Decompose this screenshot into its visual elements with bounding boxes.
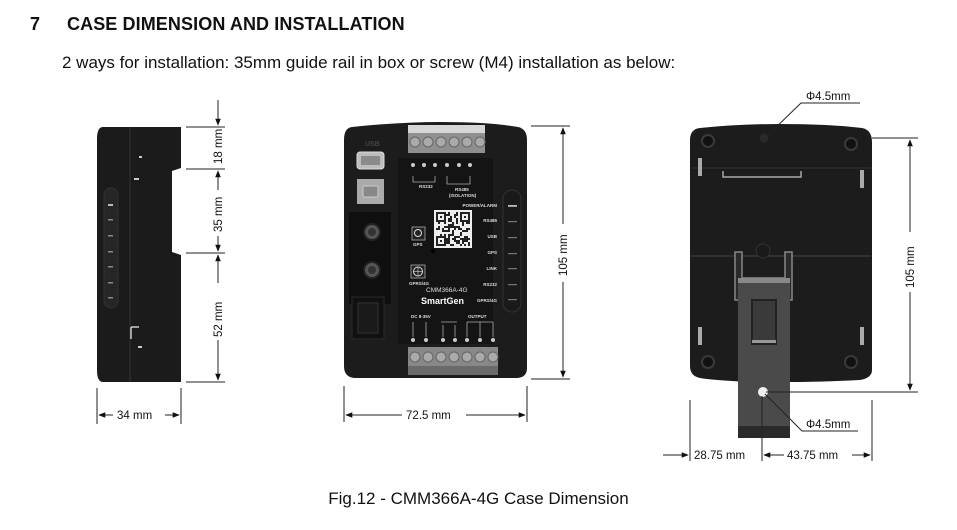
svg-text:GPRS/4G: GPRS/4G xyxy=(477,298,498,303)
led-light-pipe xyxy=(502,189,522,313)
side-view: 18 mm 35 mm 52 mm 34 mm xyxy=(96,100,225,424)
front-view: USB RS232 RS485 (ISOLATION) GPS xyxy=(343,122,570,422)
section-number: 7 xyxy=(30,14,41,34)
svg-text:LINK: LINK xyxy=(487,266,498,271)
depth-label: 34 mm xyxy=(117,410,152,422)
power-label: DC 8-35V xyxy=(411,314,431,319)
gps-icon-label: GPS xyxy=(413,242,423,247)
qr-code xyxy=(434,210,472,248)
back-height-label: 105 mm xyxy=(905,246,917,288)
device-model-label: CMM366A-4G xyxy=(426,287,468,294)
top-hole-diameter-label: Φ4.5mm xyxy=(806,91,850,103)
gprs-icon-label: GPRS/4G xyxy=(409,281,430,286)
front-width-label: 72.5 mm xyxy=(406,410,451,422)
bottom-terminals xyxy=(409,351,499,363)
gps-icon xyxy=(411,226,426,241)
indicator-leds xyxy=(508,205,517,301)
top-mount-hole xyxy=(759,133,769,143)
svg-text:RS232: RS232 xyxy=(483,282,497,287)
svg-text:GPS: GPS xyxy=(487,250,497,255)
svg-text:RS485: RS485 xyxy=(483,218,497,223)
side-led-strip xyxy=(103,187,119,309)
back-view: Φ4.5mm Φ4.5mm 105 mm 28.75 mm 43.75 mm xyxy=(663,91,918,462)
back-screw-holes xyxy=(701,134,858,369)
rs232-port-label: RS232 xyxy=(419,184,433,189)
svg-text:POWER/ALARM: POWER/ALARM xyxy=(463,203,498,208)
right-offset-label: 43.75 mm xyxy=(787,450,838,462)
usb-label: USB xyxy=(365,141,380,148)
bottom-hole-diameter-label: Φ4.5mm xyxy=(806,419,850,431)
dim-35-label: 35 mm xyxy=(213,197,225,232)
side-leds xyxy=(108,204,113,299)
left-offset-label: 28.75 mm xyxy=(694,450,745,462)
side-case-body xyxy=(97,127,181,382)
indicator-labels: POWER/ALARM RS485 USB GPS LINK RS232 GPR… xyxy=(463,203,498,303)
top-terminals xyxy=(409,136,486,148)
din-rail-clip xyxy=(734,251,793,438)
front-height-label: 105 mm xyxy=(558,234,570,276)
device-brand-logo: SmartGen xyxy=(421,296,464,306)
rs485-port-label: RS485 xyxy=(455,187,469,192)
isolation-label: (ISOLATION) xyxy=(449,193,477,198)
section-title: CASE DIMENSION AND INSTALLATION xyxy=(67,14,405,34)
intro-text: 2 ways for installation: 35mm guide rail… xyxy=(62,53,676,72)
svg-text:USB: USB xyxy=(487,234,497,239)
output-label: OUTPUT xyxy=(468,314,487,319)
dim-18-label: 18 mm xyxy=(213,129,225,164)
figure-caption: Fig.12 - CMM366A-4G Case Dimension xyxy=(328,489,629,508)
back-case-body xyxy=(690,124,872,382)
dim-52-label: 52 mm xyxy=(213,302,225,337)
